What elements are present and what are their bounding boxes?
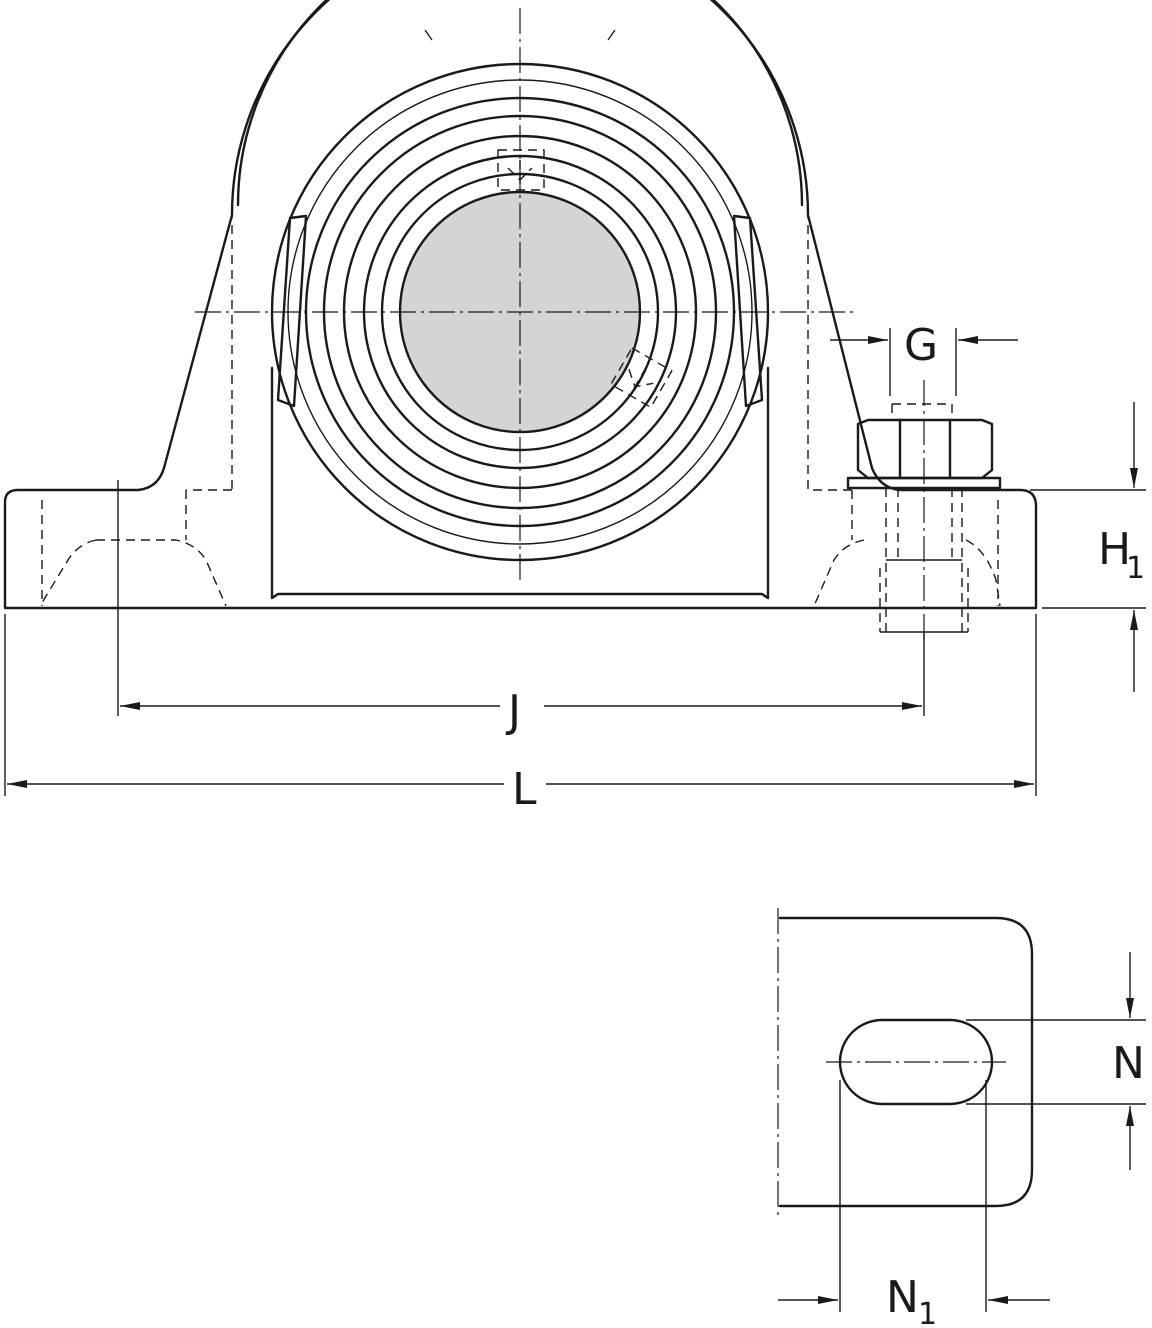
label-L: L (512, 764, 537, 815)
pedestal-wall-left (270, 366, 770, 600)
base-slot-view (777, 908, 1034, 1216)
hidden-pedestal-left (185, 210, 233, 540)
label-H1-subscript: 1 (1126, 551, 1145, 586)
label-N: N (1112, 1038, 1145, 1089)
front-view (3, 0, 1038, 640)
housing-outline (3, 0, 1038, 610)
seal-slot-left (276, 214, 308, 408)
dimension-J: J (117, 480, 925, 737)
dimension-N1: N 1 (778, 1080, 1050, 1328)
seal-slot-right (732, 214, 764, 408)
set-screw-angled (609, 346, 673, 409)
dimension-H1: H 1 (1030, 402, 1146, 692)
label-J: J (505, 686, 521, 737)
dimension-G: G (830, 320, 1018, 396)
housing-dome-notch-left (424, 29, 433, 41)
dimension-N: N (966, 952, 1146, 1170)
hidden-base-right (813, 500, 1001, 607)
label-N1-subscript: 1 (918, 1297, 937, 1328)
housing-dome-notch-right (607, 29, 616, 41)
label-H1: H (1098, 524, 1131, 575)
label-N1: N (886, 1272, 919, 1323)
label-G: G (904, 320, 938, 371)
base-plate-outline (778, 916, 1034, 1208)
hidden-base-left (39, 500, 227, 607)
housing-dome-inner (236, 0, 804, 207)
dimension-L: L (4, 614, 1037, 815)
mounting-slot (838, 1018, 994, 1106)
hidden-pedestal-right (807, 210, 853, 540)
